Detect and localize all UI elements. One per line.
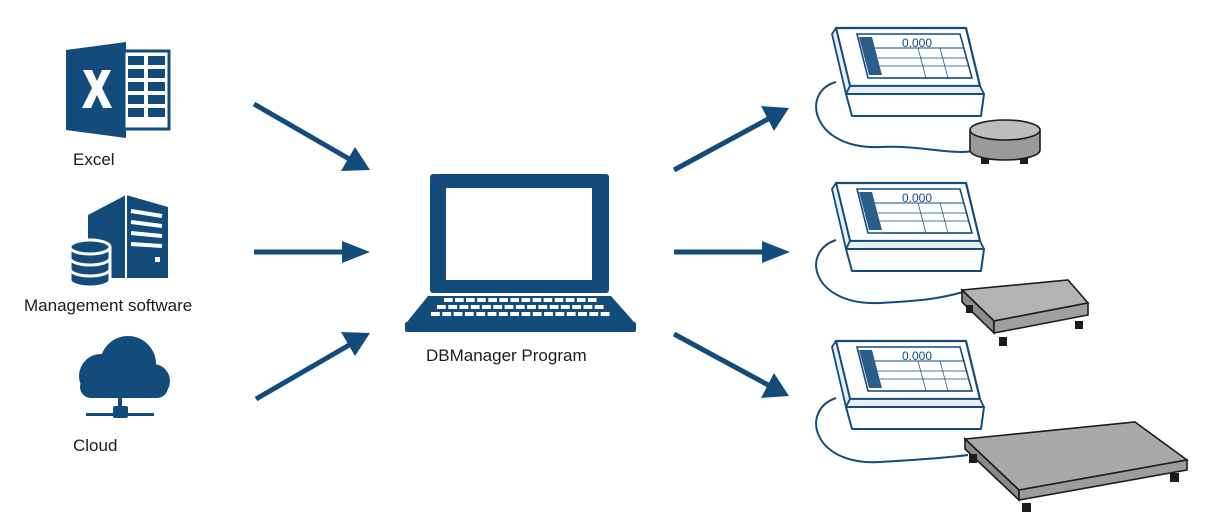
laptop-key bbox=[549, 305, 559, 309]
laptop-key bbox=[583, 305, 593, 309]
laptop-key bbox=[554, 298, 564, 302]
terminal-with-bench-scale-icon bbox=[815, 181, 1090, 346]
laptop-key bbox=[565, 298, 575, 302]
laptop-key bbox=[504, 305, 514, 309]
management-software-label: Management software bbox=[24, 296, 193, 315]
arrows bbox=[252, 101, 790, 402]
cloud-label: Cloud bbox=[73, 436, 118, 455]
laptop-key bbox=[510, 298, 519, 302]
laptop-key bbox=[488, 298, 497, 302]
laptop-key bbox=[560, 305, 570, 309]
terminal-1-reading: 0.000 bbox=[902, 36, 932, 50]
laptop-key bbox=[455, 298, 464, 302]
arrow-program-to-device-2 bbox=[674, 241, 790, 263]
arrow-excel-to-program bbox=[252, 101, 370, 171]
laptop-icon bbox=[405, 174, 636, 332]
laptop-key bbox=[444, 298, 453, 302]
excel-label: Excel bbox=[73, 150, 115, 169]
laptop-key bbox=[459, 305, 469, 309]
arrow-program-to-device-3 bbox=[672, 331, 789, 398]
excel-icon bbox=[66, 42, 171, 138]
laptop-key bbox=[448, 305, 458, 309]
laptop-key bbox=[594, 305, 604, 309]
laptop-key bbox=[464, 312, 474, 316]
laptop-key bbox=[476, 312, 486, 316]
terminal-with-round-platform-icon bbox=[815, 26, 1041, 164]
laptop-key bbox=[487, 312, 497, 316]
laptop-key bbox=[589, 312, 599, 316]
laptop-key bbox=[437, 305, 446, 309]
laptop-keyboard bbox=[431, 298, 610, 316]
laptop-key bbox=[600, 312, 610, 316]
laptop-key bbox=[538, 305, 548, 309]
arrow-cloud-to-program bbox=[254, 332, 370, 402]
terminal-3-reading: 0.000 bbox=[902, 349, 932, 363]
laptop-key bbox=[587, 298, 597, 302]
laptop-key bbox=[555, 312, 565, 316]
laptop-key bbox=[431, 312, 440, 316]
laptop-key bbox=[453, 312, 463, 316]
laptop-key bbox=[544, 312, 553, 316]
cloud-network-icon bbox=[79, 336, 170, 418]
arrow-program-to-device-1 bbox=[672, 106, 789, 173]
laptop-key bbox=[515, 305, 525, 309]
laptop-key bbox=[566, 312, 576, 316]
dbmanager-program-label: DBManager Program bbox=[426, 346, 587, 365]
laptop-key bbox=[482, 305, 491, 309]
laptop-key bbox=[499, 298, 508, 302]
laptop-key bbox=[532, 298, 542, 302]
laptop-key bbox=[521, 312, 531, 316]
laptop-key bbox=[493, 305, 503, 309]
terminal-with-floor-scale-icon bbox=[815, 339, 1189, 512]
laptop-key bbox=[578, 312, 587, 316]
server-database-icon bbox=[68, 195, 168, 289]
laptop-key bbox=[521, 298, 531, 302]
laptop-key bbox=[477, 298, 486, 302]
laptop-key bbox=[527, 305, 536, 309]
laptop-key bbox=[543, 298, 553, 302]
laptop-key bbox=[498, 312, 508, 316]
arrow-management-to-program bbox=[254, 241, 370, 263]
laptop-key bbox=[532, 312, 542, 316]
laptop-key bbox=[470, 305, 480, 309]
laptop-key bbox=[466, 298, 475, 302]
terminal-2-reading: 0.000 bbox=[902, 191, 932, 205]
laptop-key bbox=[510, 312, 519, 316]
laptop-key bbox=[572, 305, 581, 309]
laptop-key bbox=[442, 312, 452, 316]
laptop-key bbox=[576, 298, 586, 302]
